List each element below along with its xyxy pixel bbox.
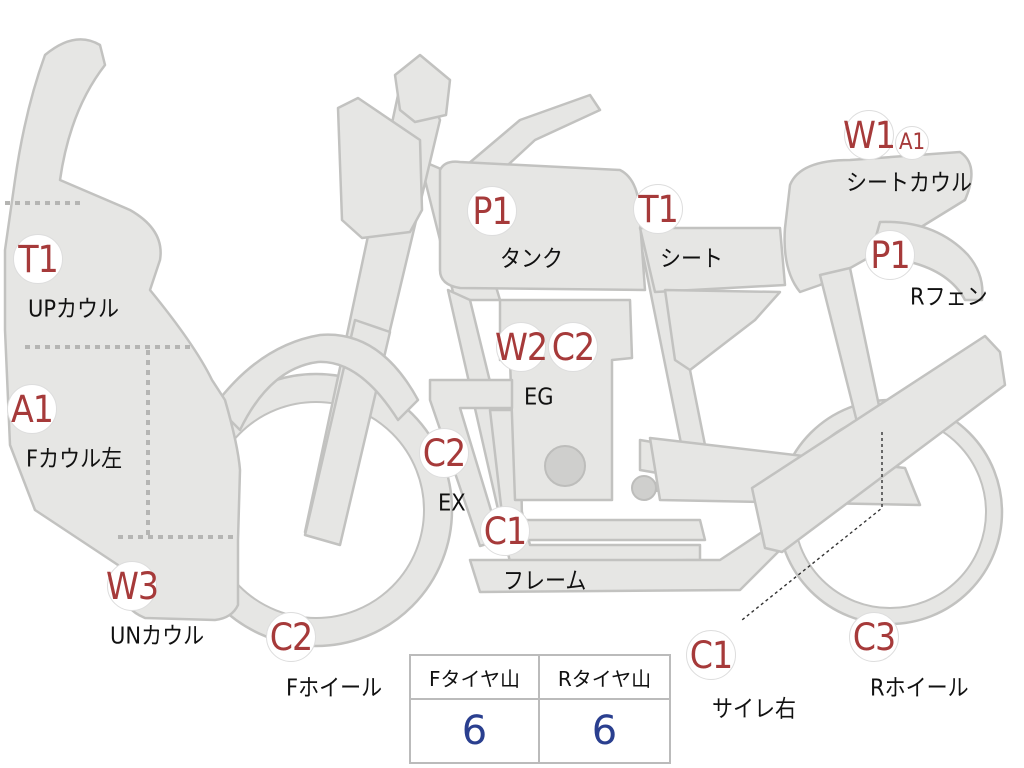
part-name-r-fender: Rフェン — [910, 283, 988, 311]
part-name-eg: EG — [524, 383, 554, 411]
part-name-f-wheel: Fホイール — [286, 674, 383, 702]
rear-tire-value: 6 — [591, 708, 618, 754]
part-code-seat[interactable]: T1 — [633, 184, 683, 234]
part-code-un-cowl[interactable]: W3 — [106, 561, 159, 611]
exhaust-shape — [428, 378, 514, 548]
part-name-ex: EX — [438, 489, 466, 517]
part-code-seat-cowl-2[interactable]: A1 — [895, 126, 929, 160]
rear-tire-header: Rタイヤ山 — [540, 656, 669, 700]
part-name-r-wheel: Rホイール — [870, 674, 969, 702]
part-name-seat-cowl: シートカウル — [846, 169, 972, 197]
part-code-silencer-right[interactable]: C1 — [686, 630, 736, 680]
tire-tread-table: Fタイヤ山 Rタイヤ山 6 6 — [409, 654, 671, 764]
part-code-eg-1[interactable]: W2 — [495, 322, 548, 372]
part-name-silencer-right: サイレ右 — [712, 695, 796, 723]
part-code-frame[interactable]: C1 — [480, 506, 530, 556]
part-code-tank[interactable]: P1 — [467, 186, 517, 236]
front-tire-header: Fタイヤ山 — [411, 656, 540, 700]
part-name-seat: シート — [660, 245, 723, 273]
handlebar-shape — [336, 53, 452, 240]
part-code-r-fender[interactable]: P1 — [865, 230, 915, 280]
part-name-up-cowl: UPカウル — [28, 295, 120, 323]
seat-shape — [638, 226, 787, 294]
part-code-up-cowl[interactable]: T1 — [13, 234, 63, 284]
fairing-shape — [3, 38, 242, 622]
front-fender-shape — [213, 333, 420, 432]
seat-cowl-shape — [783, 150, 973, 294]
front-tire-value: 6 — [411, 700, 540, 762]
part-code-f-cowl-left[interactable]: A1 — [7, 384, 57, 434]
part-code-ex[interactable]: C2 — [419, 428, 469, 478]
part-code-f-wheel[interactable]: C2 — [266, 612, 316, 662]
part-name-frame: フレーム — [503, 567, 587, 595]
part-name-un-cowl: UNカウル — [110, 622, 205, 650]
silencer-shape — [648, 334, 1007, 554]
part-name-tank: タンク — [500, 245, 563, 273]
part-name-f-cowl-left: Fカウル左 — [26, 445, 123, 473]
part-code-seat-cowl-1[interactable]: W1 — [843, 110, 896, 160]
part-code-eg-2[interactable]: C2 — [548, 322, 598, 372]
part-code-r-wheel[interactable]: C3 — [849, 612, 899, 662]
